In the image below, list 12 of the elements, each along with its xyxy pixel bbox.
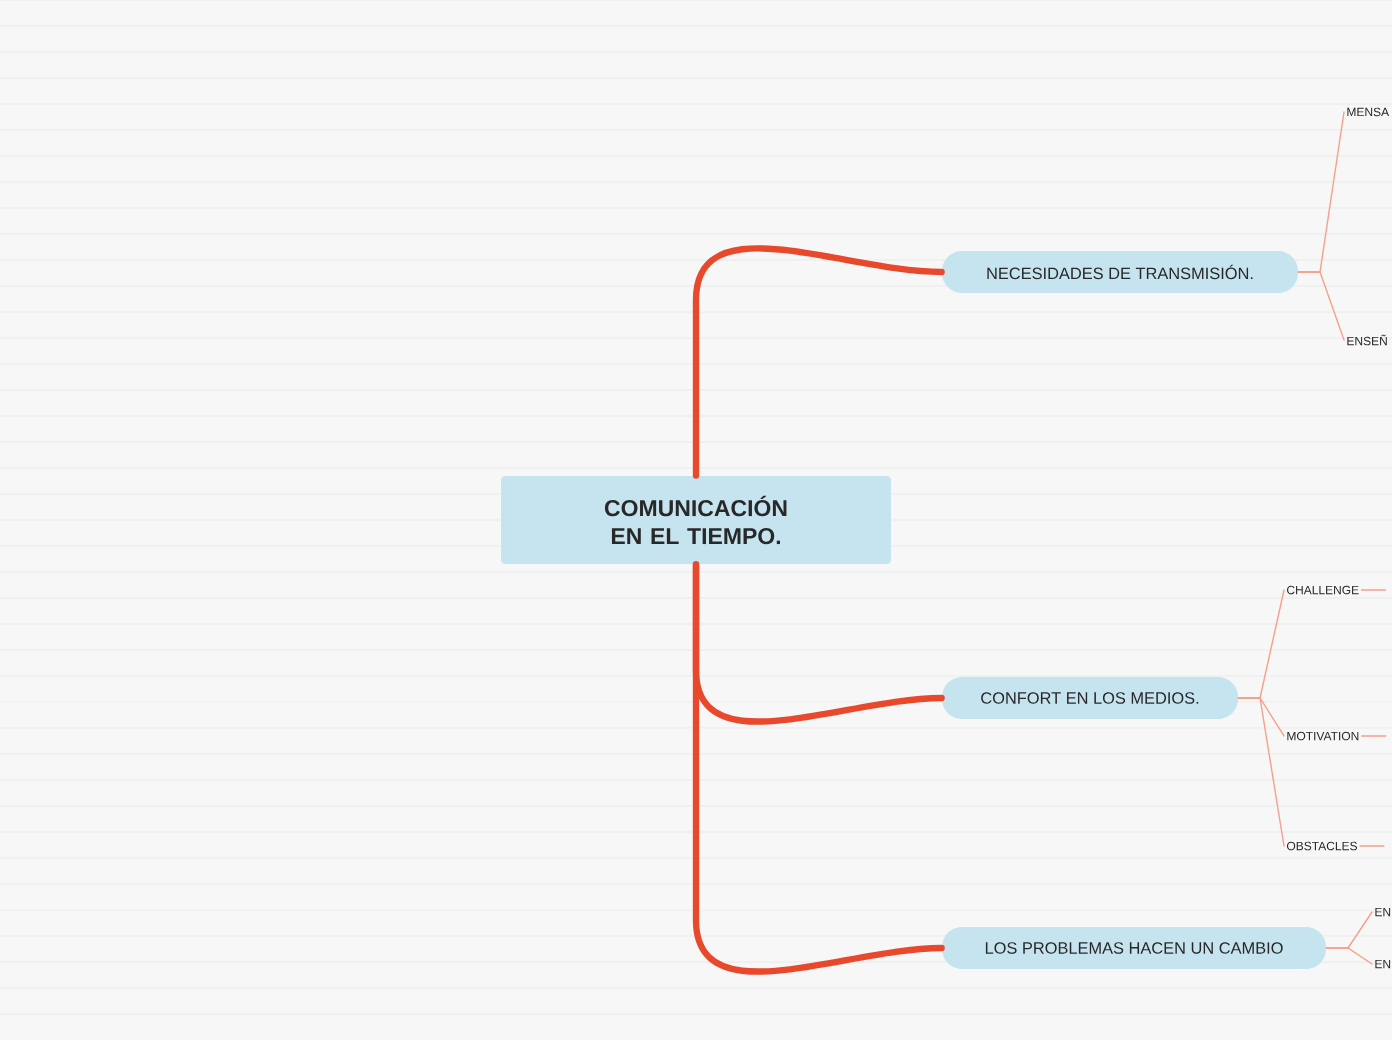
- branch-line: [1359, 845, 1385, 847]
- branch-line: [1237, 697, 1285, 847]
- branch-line: [1361, 735, 1387, 737]
- branch-line: [1325, 947, 1373, 965]
- central-topic-box: COMUNICACIÓN EN EL TIEMPO.: [501, 476, 891, 564]
- topic-pill: LOS PROBLEMAS HACEN UN CAMBIO: [942, 927, 1326, 969]
- topic-pill: CONFORT EN LOS MEDIOS.: [942, 677, 1238, 719]
- topic-pill: NECESIDADES DE TRANSMISIÓN.: [942, 251, 1298, 293]
- branch-line: [1297, 271, 1345, 341]
- branch-line: [692, 561, 945, 975]
- branch-line: [1360, 589, 1387, 591]
- branch-line: [692, 245, 945, 479]
